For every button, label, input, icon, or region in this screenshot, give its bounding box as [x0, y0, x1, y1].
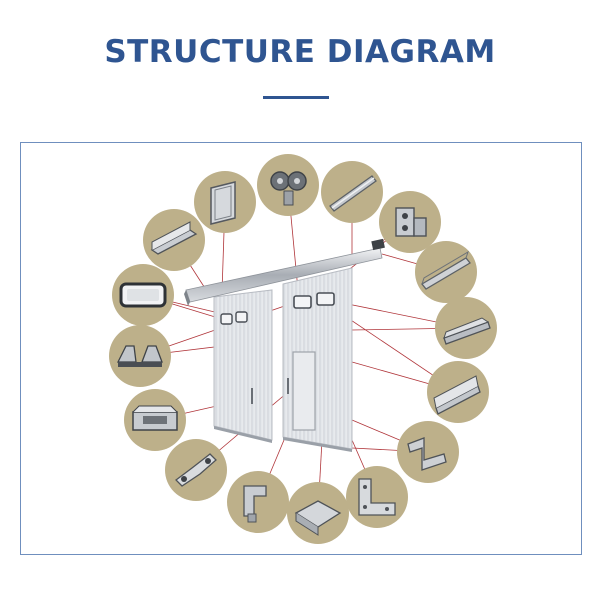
window-right-1: [293, 295, 312, 309]
page-title: STRUCTURE DIAGRAM: [104, 34, 496, 70]
window-left-2: [235, 311, 248, 323]
component-guide-channel: [427, 361, 489, 423]
component-seal-strip: [435, 297, 497, 359]
component-roller-hanger: [257, 154, 319, 216]
u-channel-bracket-icon: [210, 181, 236, 225]
component-window-frame: [112, 264, 174, 326]
floor-guide-icon: [116, 345, 163, 367]
component-circle: [397, 421, 459, 483]
track-rail-icon: [329, 175, 377, 212]
l-bracket-icon: [243, 485, 267, 523]
component-bracket-u: [194, 171, 256, 233]
top-rail: [185, 247, 383, 303]
seal-strip-icon: [443, 317, 491, 345]
component-circle: [109, 325, 171, 387]
component-circles: [109, 154, 497, 544]
angle-profile-icon: [150, 221, 198, 255]
inner-door: [292, 351, 316, 431]
component-track-rail: [321, 161, 383, 223]
roller-unit: [371, 238, 385, 251]
component-floor-guide: [109, 325, 171, 387]
floor-plate-icon: [132, 405, 178, 431]
sliding-door-assembly: [184, 238, 385, 452]
component-z-bracket: [397, 421, 459, 483]
component-rail-profile: [415, 241, 477, 303]
rail-profile-icon: [421, 250, 471, 290]
component-corner-plate: [346, 466, 408, 528]
component-angle-profile: [143, 209, 205, 271]
pull-handle-icon: [175, 453, 217, 487]
title-underline: [263, 96, 329, 99]
window-frame-icon: [119, 282, 167, 308]
component-circle: [346, 466, 408, 528]
window-left-1: [220, 313, 233, 325]
z-bracket-icon: [407, 437, 447, 471]
component-floor-plate: [124, 389, 186, 451]
component-pull-handle: [165, 439, 227, 501]
corner-plate-icon: [358, 478, 396, 516]
guide-channel-icon: [433, 375, 481, 415]
angle-bracket-icon: [294, 500, 342, 536]
window-right-2: [316, 292, 335, 306]
component-angle-bracket: [287, 482, 349, 544]
roller-hanger-icon: [270, 171, 307, 206]
component-circle: [227, 471, 289, 533]
component-l-bracket: [227, 471, 289, 533]
mounting-plate-icon: [395, 207, 427, 237]
component-mount-plate: [379, 191, 441, 253]
